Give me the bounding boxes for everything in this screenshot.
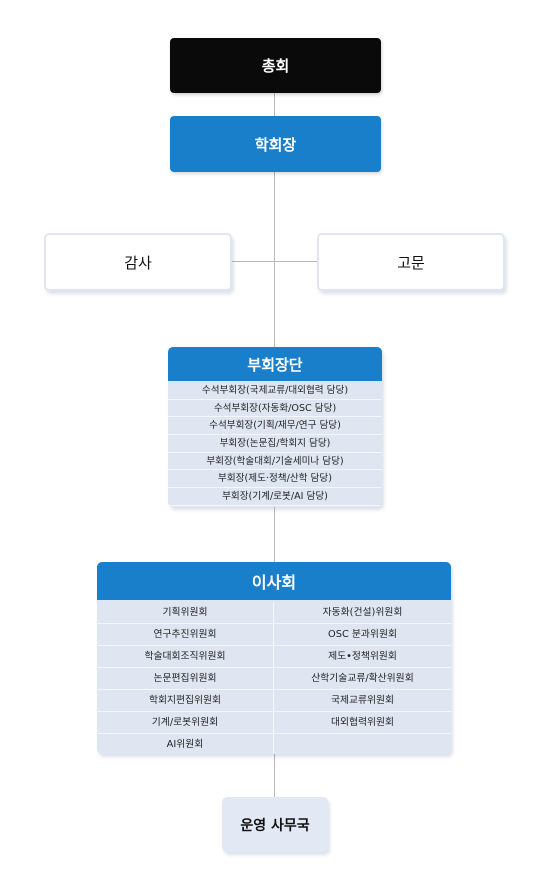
auditor-label: 감사 (124, 253, 152, 272)
committee-item: OSC 분과위원회 (274, 624, 451, 646)
committee-item: 연구추진위원회 (97, 624, 274, 646)
vice-presidents-header: 부회장단 (168, 347, 382, 381)
advisor-label: 고문 (397, 253, 425, 272)
secretariat-label: 운영 사무국 (240, 817, 310, 834)
advisor-box: 고문 (317, 233, 505, 291)
auditor-box: 감사 (44, 233, 232, 291)
vice-presidents-list: 수석부회장(국제교류/대외협력 담당) 수석부회장(자동화/OSC 담당) 수석… (168, 381, 382, 506)
vice-president-item: 수석부회장(자동화/OSC 담당) (168, 400, 382, 418)
vice-president-item: 수석부회장(기획/재무/연구 담당) (168, 417, 382, 436)
committee-item: 학회지편집위원회 (97, 690, 274, 712)
committee-item-empty (274, 734, 451, 754)
committee-item: 자동화(건설)위원회 (274, 602, 451, 624)
committee-item: 기계/로봇위원회 (97, 712, 274, 734)
secretariat-box: 운영 사무국 (222, 797, 328, 852)
vice-president-item: 부회장(학술대회/기술세미나 담당) (168, 453, 382, 471)
board-committee-grid: 기획위원회 자동화(건설)위원회 연구추진위원회 OSC 분과위원회 학술대회조… (97, 600, 451, 754)
vice-president-item: 부회장(기계/로봇/AI 담당) (168, 488, 382, 506)
committee-item: 제도•정책위원회 (274, 646, 451, 668)
general-assembly-label: 총회 (261, 57, 290, 75)
committee-item: 학술대회조직위원회 (97, 646, 274, 668)
connector-side (230, 261, 320, 262)
connector-main-upper (274, 92, 275, 348)
committee-item: AI위원회 (97, 734, 274, 754)
committee-item: 대외협력위원회 (274, 712, 451, 734)
president-box: 학회장 (170, 116, 381, 172)
committee-item: 기획위원회 (97, 602, 274, 624)
committee-item: 산학기술교류/확산위원회 (274, 668, 451, 690)
president-label: 학회장 (254, 135, 297, 154)
board-header: 이사회 (97, 562, 451, 600)
connector-main-lower (274, 752, 275, 798)
board-title: 이사회 (251, 573, 297, 592)
vice-president-item: 수석부회장(국제교류/대외협력 담당) (168, 382, 382, 400)
board-panel: 이사회 기획위원회 자동화(건설)위원회 연구추진위원회 OSC 분과위원회 학… (97, 562, 451, 754)
connector-main-middle (274, 506, 275, 564)
vice-president-item: 부회장(논문집/학회지 담당) (168, 435, 382, 453)
committee-item: 논문편집위원회 (97, 668, 274, 690)
vice-presidents-panel: 부회장단 수석부회장(국제교류/대외협력 담당) 수석부회장(자동화/OSC 담… (168, 347, 382, 507)
committee-item: 국제교류위원회 (274, 690, 451, 712)
general-assembly-box: 총회 (170, 38, 381, 93)
vice-presidents-title: 부회장단 (247, 355, 303, 374)
vice-president-item: 부회장(제도·정책/산학 담당) (168, 470, 382, 489)
